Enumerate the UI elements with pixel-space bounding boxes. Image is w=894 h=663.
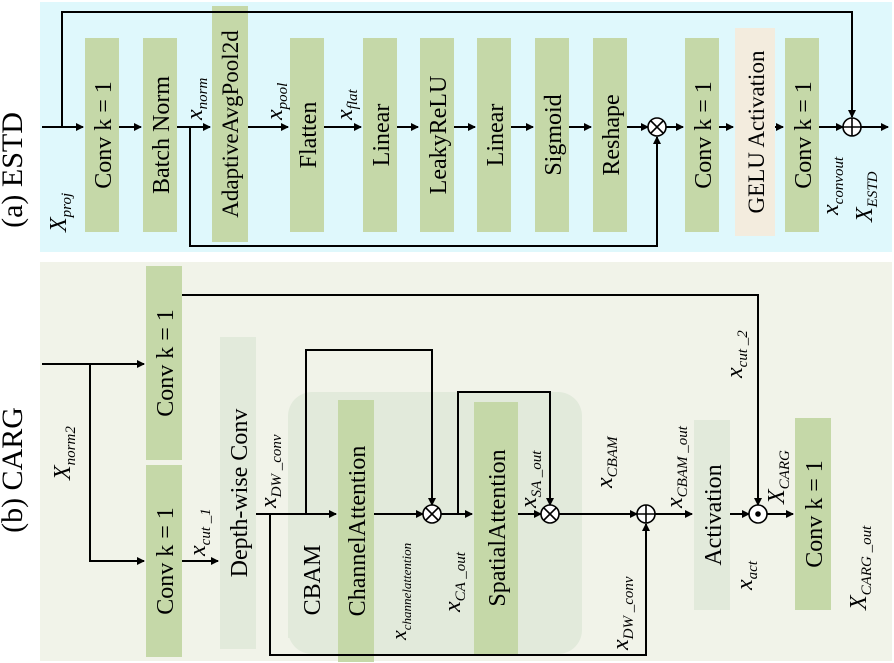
estd-adaptiveavgpool-block: AdaptiveAvgPool2d bbox=[212, 6, 248, 242]
estd-var-x-convout: xconvout bbox=[818, 156, 847, 216]
carg-channel-attention-block: ChannelAttention bbox=[338, 400, 374, 662]
carg-spatial-attention-block: SpatialAttention bbox=[474, 402, 518, 654]
svg-text:Batch Norm: Batch Norm bbox=[149, 76, 175, 194]
carg-var-x-cut-2: xcut _2 bbox=[722, 330, 751, 379]
estd-var-x-proj: Xproj bbox=[46, 193, 75, 233]
carg-var-x-cbam-out: xCBAM _out bbox=[662, 425, 691, 509]
svg-text:Flatten: Flatten bbox=[296, 102, 322, 169]
estd-sigmoid-block: Sigmoid bbox=[535, 38, 569, 232]
svg-text:CBAM: CBAM bbox=[300, 545, 326, 616]
carg-add-icon bbox=[636, 504, 656, 524]
carg-var-x-cut-1: xcut _1 bbox=[185, 508, 214, 557]
estd-conv2-block: Conv k = 1 bbox=[685, 38, 719, 232]
svg-text:Activation: Activation bbox=[701, 464, 727, 565]
carg-var-x-sa-out: xSA _out bbox=[516, 450, 545, 509]
estd-linear2-block: Linear bbox=[477, 38, 511, 232]
carg-var-x-cbam: xCBAM bbox=[592, 435, 621, 489]
estd-var-x-estd: XESTD bbox=[852, 171, 881, 223]
estd-leakyrelu-block: LeakyReLU bbox=[420, 38, 454, 232]
carg-elementwise-dot-icon bbox=[748, 504, 768, 524]
estd-gelu-block: GELU Activation bbox=[735, 28, 775, 236]
estd-title: (a) ESTD bbox=[0, 112, 29, 228]
svg-text:Depth-wise Conv: Depth-wise Conv bbox=[227, 409, 253, 578]
estd-batchnorm-block: Batch Norm bbox=[143, 38, 177, 232]
svg-text:Conv k = 1: Conv k = 1 bbox=[691, 81, 717, 189]
svg-text:Conv k = 1: Conv k = 1 bbox=[91, 81, 117, 189]
cbam-label-block: CBAM bbox=[288, 520, 332, 638]
carg-conv-top-block: Conv k = 1 bbox=[146, 266, 182, 460]
carg-activation-block: Activation bbox=[694, 420, 730, 610]
svg-text:Conv k = 1: Conv k = 1 bbox=[153, 309, 179, 417]
svg-text:Reshape: Reshape bbox=[599, 94, 625, 175]
carg-var-x-dw-conv-top: xDW _conv bbox=[256, 434, 285, 509]
carg-multiply-icon-1 bbox=[422, 504, 442, 524]
svg-text:Conv k = 1: Conv k = 1 bbox=[791, 81, 817, 189]
svg-text:ChannelAttention: ChannelAttention bbox=[345, 446, 371, 617]
estd-var-x-norm: xnorm bbox=[182, 78, 211, 121]
estd-linear1-block: Linear bbox=[363, 38, 397, 232]
estd-reshape-block: Reshape bbox=[593, 38, 627, 232]
carg-var-x-ca-out: xCA _out bbox=[440, 551, 469, 613]
estd-var-x-flat: xflat bbox=[332, 89, 361, 121]
svg-text:AdaptiveAvgPool2d: AdaptiveAvgPool2d bbox=[218, 30, 243, 218]
svg-text:Linear: Linear bbox=[369, 104, 395, 167]
carg-conv-bottom-block: Conv k = 1 bbox=[146, 465, 182, 657]
svg-text:Conv k = 1: Conv k = 1 bbox=[802, 460, 828, 568]
estd-conv3-block: Conv k = 1 bbox=[785, 38, 819, 232]
carg-var-x-carg: XCARG bbox=[764, 450, 793, 505]
svg-text:LeakyReLU: LeakyReLU bbox=[426, 76, 452, 195]
estd-conv1-block: Conv k = 1 bbox=[85, 38, 119, 232]
estd-var-x-pool: xpool bbox=[262, 83, 291, 121]
svg-text:Sigmoid: Sigmoid bbox=[541, 94, 567, 175]
estd-multiply-icon bbox=[647, 117, 667, 137]
carg-connections bbox=[42, 294, 794, 656]
carg-conv-out-block: Conv k = 1 bbox=[795, 418, 831, 610]
estd-flatten-block: Flatten bbox=[290, 38, 324, 232]
carg-var-x-dw-conv-bottom: xDW _conv bbox=[608, 576, 637, 651]
carg-multiply-icon-2 bbox=[540, 504, 560, 524]
carg-var-x-act: xact bbox=[732, 560, 761, 591]
estd-add-icon bbox=[842, 117, 862, 137]
svg-text:Linear: Linear bbox=[483, 104, 509, 167]
carg-var-x-carg-out: XCARG _out bbox=[846, 525, 875, 611]
carg-var-x-norm2: Xnorm2 bbox=[50, 426, 79, 481]
svg-text:SpatialAttention: SpatialAttention bbox=[485, 449, 511, 606]
svg-text:GELU Activation: GELU Activation bbox=[744, 50, 769, 213]
estd-connections bbox=[42, 11, 889, 247]
carg-title: (b) CARG bbox=[0, 407, 29, 533]
svg-text:Conv k = 1: Conv k = 1 bbox=[153, 507, 179, 615]
carg-var-x-channelattention: xchannelattention bbox=[386, 543, 414, 641]
carg-depthwise-block: Depth-wise Conv bbox=[220, 337, 256, 649]
